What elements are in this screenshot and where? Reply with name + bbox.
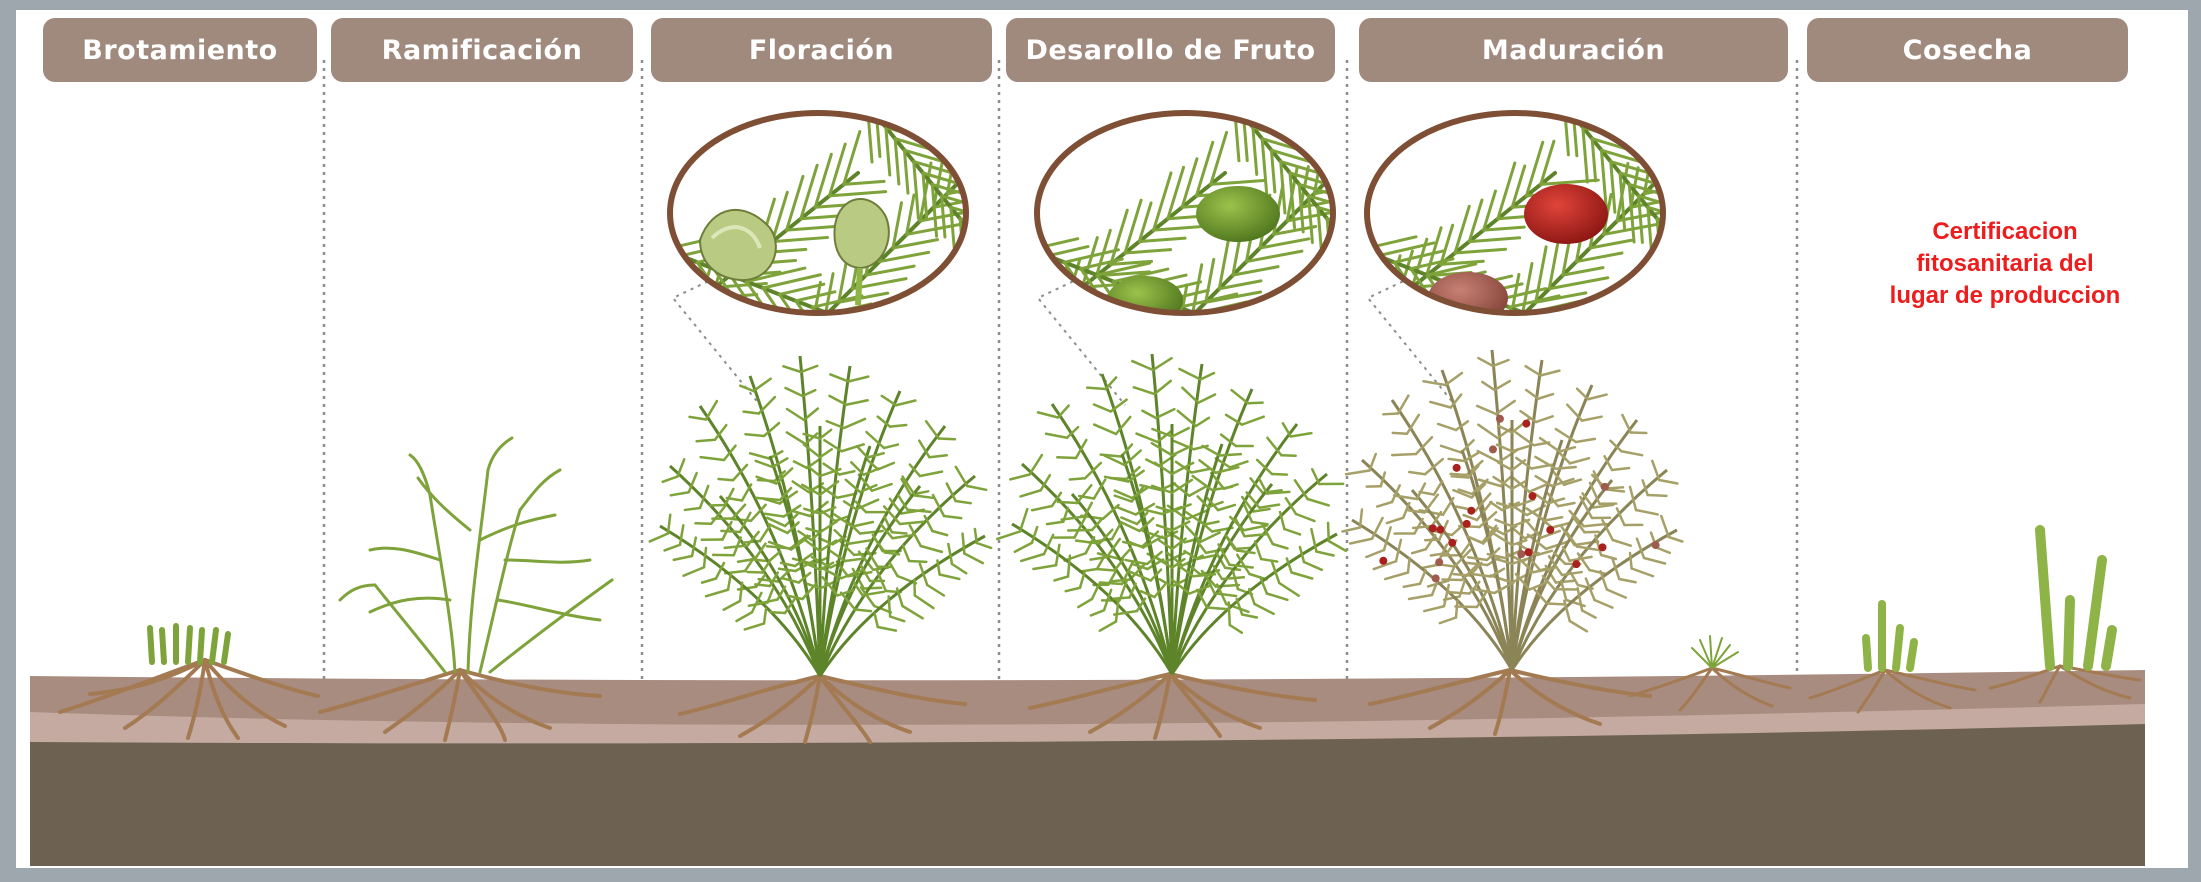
stage-label-ramificacion: Ramificación	[331, 18, 633, 82]
stage-label-maduracion: Maduración	[1359, 18, 1788, 82]
red-fruit	[1524, 184, 1608, 244]
stage-label-brotamiento: Brotamiento	[43, 18, 317, 82]
stage-label-cosecha: Cosecha	[1807, 18, 2128, 82]
note-line-1: Certificacion	[1855, 216, 2155, 248]
green-fruit	[1196, 186, 1280, 242]
stage-label-floracion: Floración	[651, 18, 992, 82]
soil	[30, 670, 2145, 866]
note-line-3: lugar de produccion	[1855, 280, 2155, 312]
phytosanitary-certification-note: Certificacion fitosanitaria del lugar de…	[1855, 216, 2155, 312]
stage-label-desarollo-de-fruto: Desarollo de Fruto	[1006, 18, 1335, 82]
note-line-2: fitosanitaria del	[1855, 248, 2155, 280]
